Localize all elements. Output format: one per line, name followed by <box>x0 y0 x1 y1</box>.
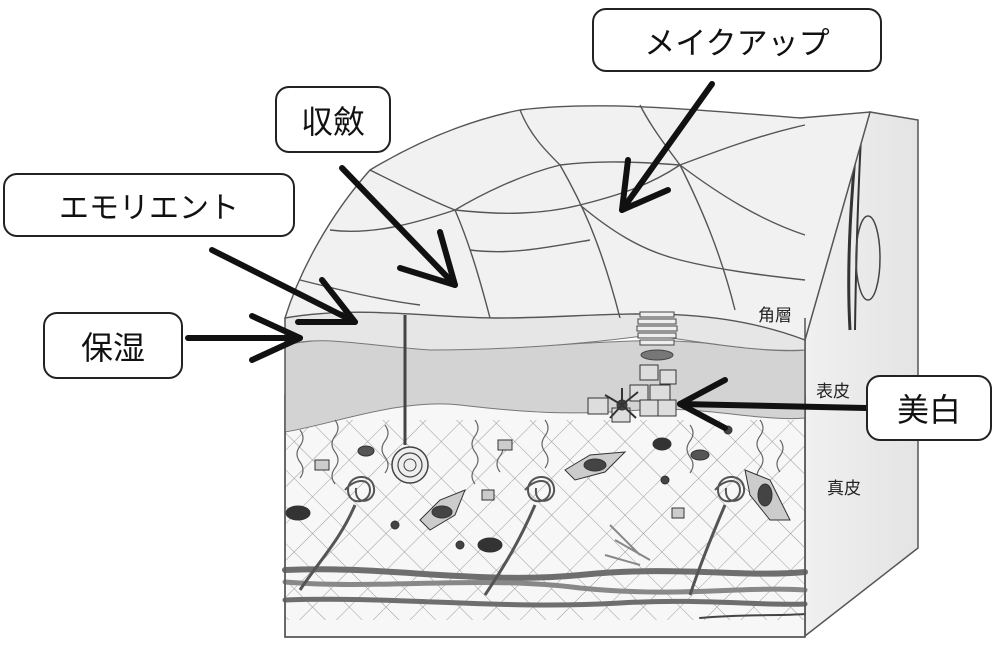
dermal-cells <box>285 425 791 553</box>
label-stratum-corneum: 角層 <box>758 306 792 326</box>
label-dermis: 真皮 <box>827 479 861 499</box>
elastic-fiber-coils <box>298 476 746 596</box>
callout-astringent-label: 収斂 <box>300 102 365 141</box>
arrow-moisturizing <box>185 313 303 363</box>
callout-astringent: 収斂 <box>275 86 391 153</box>
sweat-gland <box>391 315 429 484</box>
corneocyte-stack <box>636 311 678 361</box>
block-outline <box>284 318 806 638</box>
arrow-emollient <box>209 247 358 325</box>
callout-whitening-label: 美白 <box>896 391 961 429</box>
melanocyte-cluster <box>587 364 677 423</box>
label-epidermis: 表皮 <box>816 382 850 402</box>
arrow-makeup <box>619 81 715 213</box>
callout-emollient-label: エモリエント <box>59 191 239 226</box>
callout-makeup-label: メイクアップ <box>644 25 830 62</box>
callout-whitening: 美白 <box>866 375 992 441</box>
callout-moisturizing: 保湿 <box>43 312 183 379</box>
skin-surface <box>283 104 871 341</box>
callout-makeup: メイクアップ <box>592 8 882 72</box>
collagen-fibers <box>282 566 808 619</box>
arrow-whitening <box>677 377 869 431</box>
callout-moisturizing-label: 保湿 <box>80 328 145 367</box>
pointer-arrows <box>185 81 869 431</box>
arrow-astringent <box>339 165 458 288</box>
callout-emollient: エモリエント <box>3 173 295 237</box>
